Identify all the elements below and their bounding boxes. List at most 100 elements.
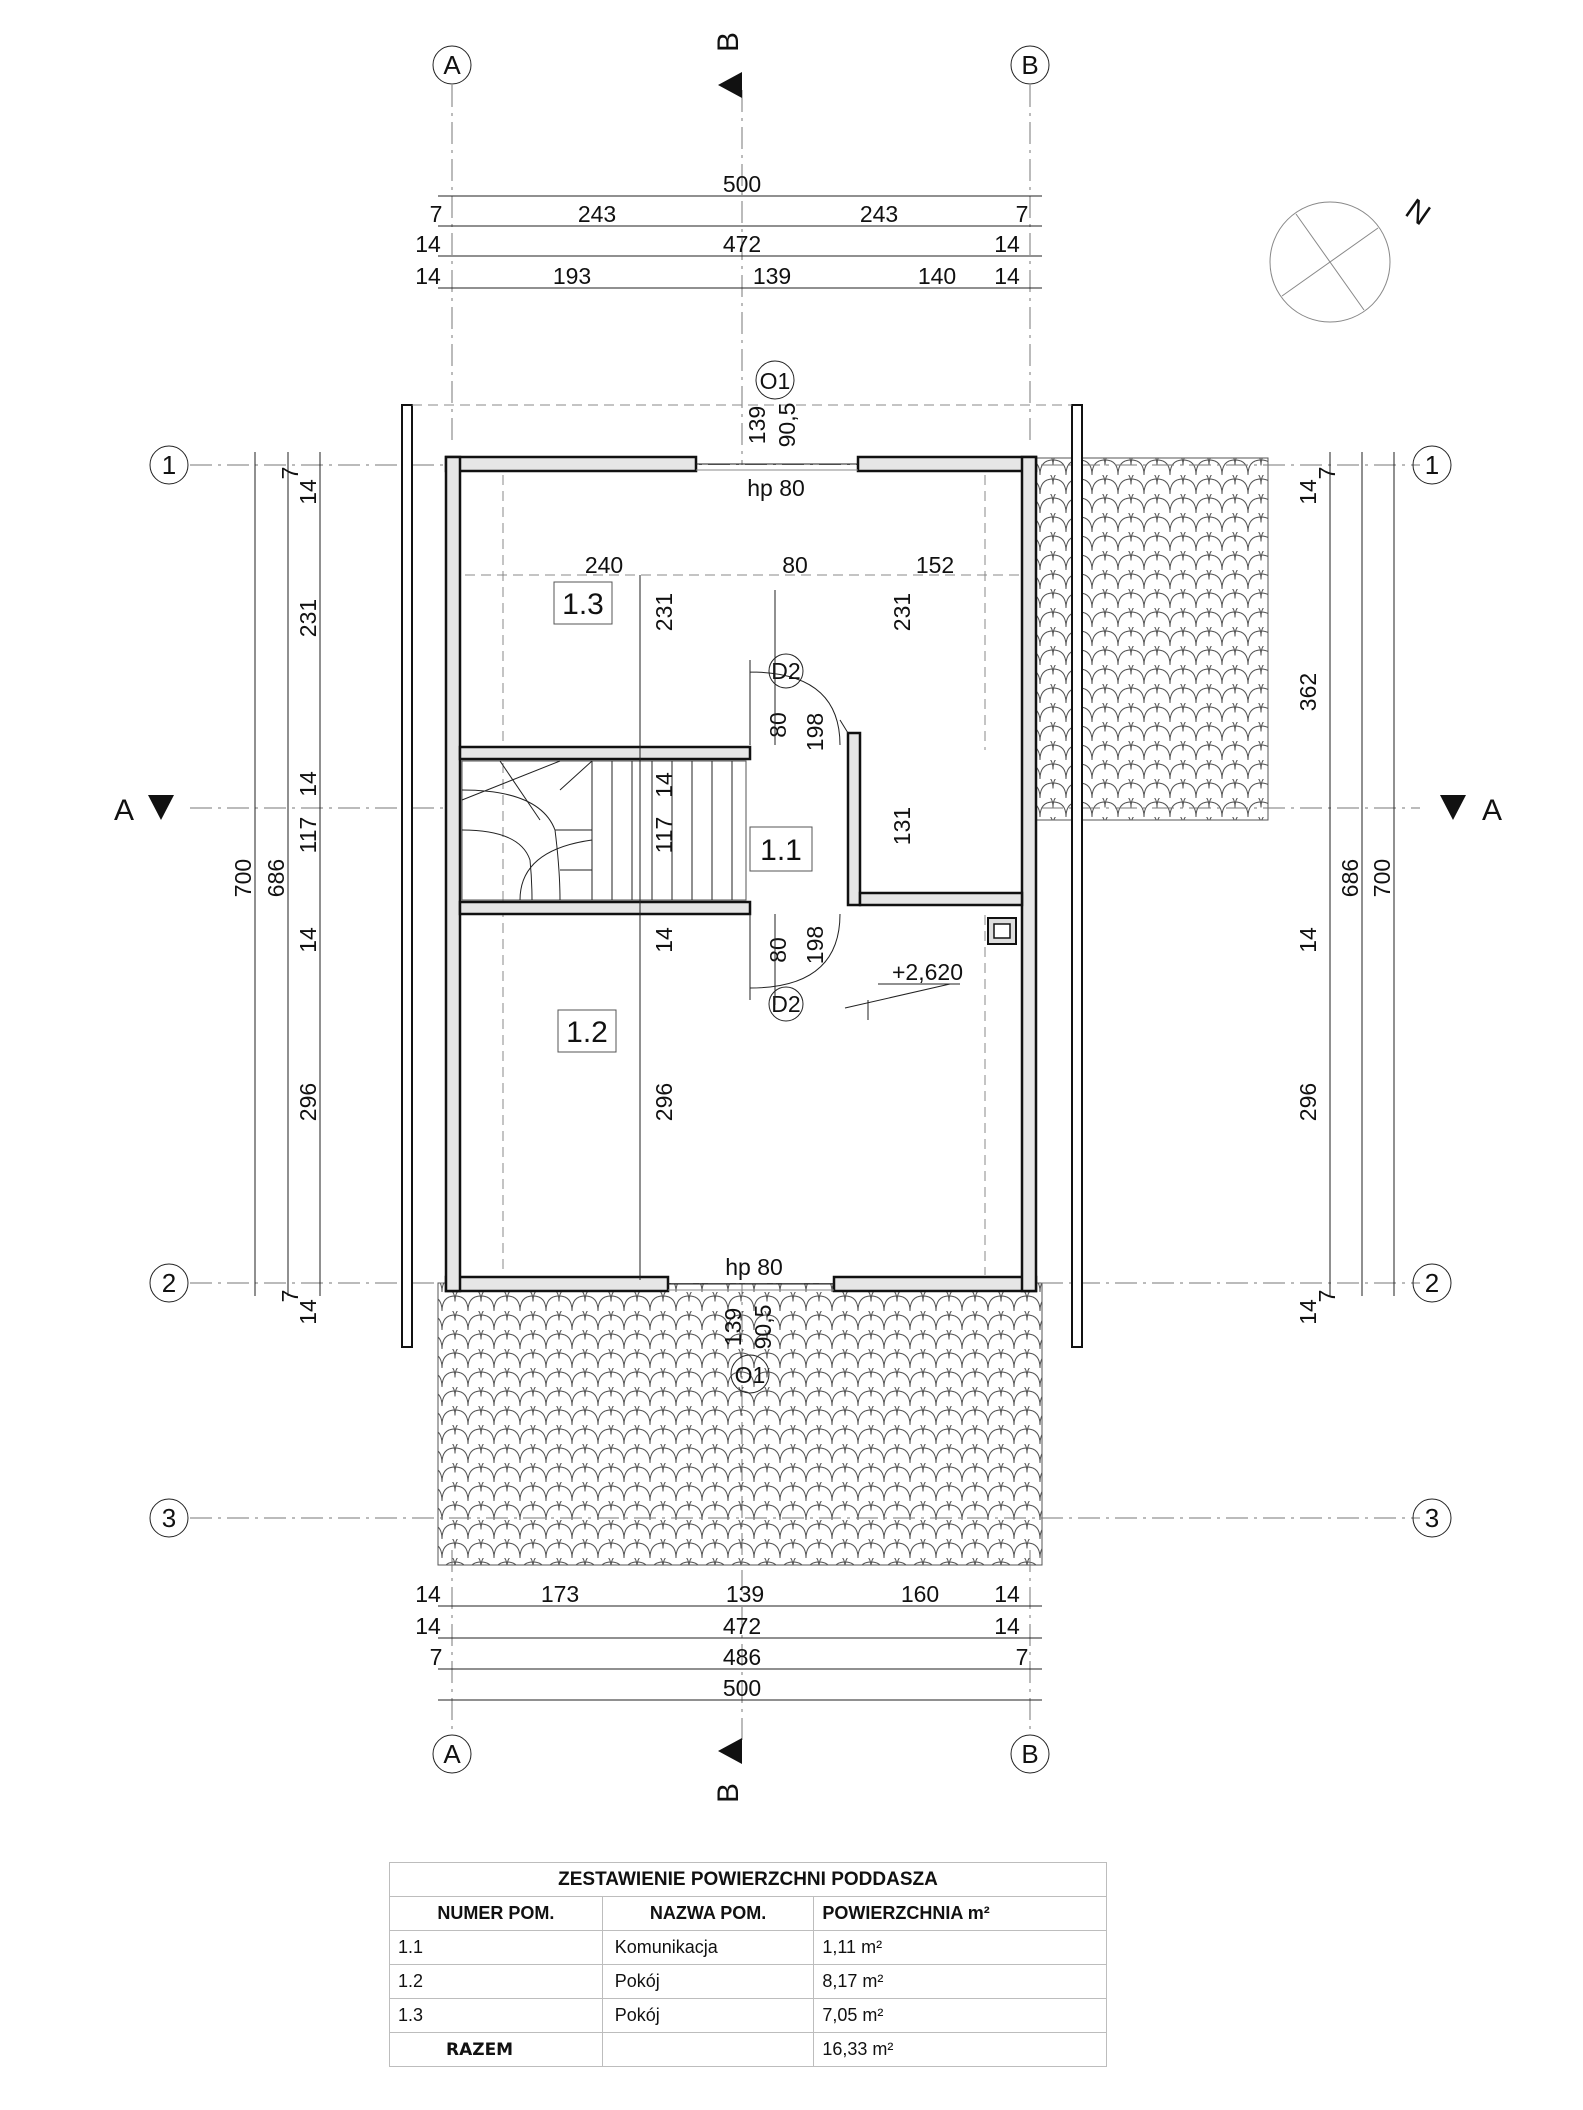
dim-label: 7 <box>1314 1290 1340 1303</box>
dim-label: 173 <box>541 1581 579 1607</box>
dim-label: 193 <box>553 263 591 289</box>
dim-label: 14 <box>1295 1299 1321 1325</box>
room-number: 1.2 <box>389 1964 603 1999</box>
axis-lines <box>190 85 1420 1740</box>
svg-text:14: 14 <box>651 772 677 798</box>
axis-bubble-2-left: 2 <box>149 1263 189 1303</box>
room-label: 1.1 <box>760 834 802 867</box>
dim-label: 14 <box>415 231 441 257</box>
dim-label: 160 <box>901 1581 939 1607</box>
svg-text:231: 231 <box>651 593 677 631</box>
axis-label: 2 <box>1425 1268 1439 1298</box>
window-tag-bottom: O1 <box>730 1354 770 1394</box>
dim-label: 7 <box>1016 201 1029 227</box>
dim-label: 231 <box>295 599 321 637</box>
dim-label: 7 <box>1016 1644 1029 1670</box>
dim-label: 117 <box>295 817 321 854</box>
axis-bubble-b-top: B <box>1010 45 1050 85</box>
level-mark: +2,620 <box>844 959 963 1020</box>
dim-label: 139 <box>744 406 770 444</box>
axis-label: 2 <box>162 1268 176 1298</box>
dim-label: 7 <box>430 201 443 227</box>
dim-label: 486 <box>723 1644 761 1670</box>
dim-label: 14 <box>994 263 1020 289</box>
window-height-label: hp 80 <box>747 475 805 501</box>
dim-label: 14 <box>295 771 321 797</box>
stairs <box>461 760 747 901</box>
svg-text:117: 117 <box>651 817 677 854</box>
dim-chain-right: 7 14 362 14 296 14 7 686 700 <box>1295 452 1395 1325</box>
room-number: 1.1 <box>389 1930 603 1965</box>
axis-bubble-a-top: A <box>432 45 472 85</box>
section-marker-a-left: A <box>114 794 174 827</box>
dim-label: 700 <box>1369 859 1395 897</box>
window-bottom <box>668 1283 834 1291</box>
dim-chain-left: 700 686 7 14 231 14 117 14 296 14 7 <box>230 452 321 1325</box>
dim-label: 14 <box>295 927 321 953</box>
axis-label: B <box>1021 1739 1038 1769</box>
dim-label: 14 <box>1295 479 1321 505</box>
svg-text:231: 231 <box>889 593 915 631</box>
dim-label: 14 <box>994 1581 1020 1607</box>
room-name: Pokój <box>601 1998 815 2033</box>
roof-edge-left <box>401 404 413 1348</box>
axis-bubble-2-right: 2 <box>1412 1263 1452 1303</box>
roof-tiles-right <box>1029 457 1269 821</box>
room-area: 8,17 m² <box>813 1964 1107 1999</box>
floor <box>452 465 1030 1283</box>
room-label: 1.2 <box>566 1016 608 1049</box>
roof-slope-lines <box>465 475 1020 1275</box>
window-tag-top: O1 <box>755 360 795 400</box>
axis-label: 3 <box>1425 1503 1439 1533</box>
dim-label: 140 <box>918 263 956 289</box>
axis-bubble-3-right: 3 <box>1412 1498 1452 1538</box>
dim-label: 7 <box>1314 467 1340 480</box>
dim-label: 14 <box>295 1299 321 1325</box>
door-swing-bottom <box>749 913 841 1000</box>
table-row: 1.1 Komunikacja 1,11 m² <box>389 1930 1107 1965</box>
table-row: 1.2 Pokój 8,17 m² <box>389 1964 1107 1999</box>
svg-text:80: 80 <box>782 552 808 578</box>
dim-label: 14 <box>415 1613 441 1639</box>
axis-bubble-1-left: 1 <box>149 445 189 485</box>
chimney <box>987 917 1017 945</box>
dim-label: 686 <box>1337 859 1363 897</box>
svg-text:296: 296 <box>651 1083 677 1121</box>
table-total-row: RAZEM 16,33 m² <box>389 2032 1107 2067</box>
axis-label: A <box>443 1739 461 1769</box>
axis-bubble-3-left: 3 <box>149 1498 189 1538</box>
window-label: O1 <box>760 368 791 394</box>
dim-label: 139 <box>720 1308 746 1346</box>
section-label: B <box>712 32 745 52</box>
dim-label: 500 <box>723 171 761 197</box>
axis-label: 1 <box>162 450 176 480</box>
dim-label: 243 <box>578 201 616 227</box>
section-marker-a-right: A <box>1440 794 1502 827</box>
svg-text:14: 14 <box>651 927 677 953</box>
dim-label: 14 <box>295 479 321 505</box>
svg-text:80: 80 <box>765 937 791 963</box>
dim-label: 700 <box>230 859 256 897</box>
dim-label: 14 <box>415 263 441 289</box>
dim-label: 472 <box>723 1613 761 1639</box>
dim-label: 139 <box>726 1581 764 1607</box>
axis-bubble-a-bottom: A <box>432 1734 472 1774</box>
dim-label: 7 <box>277 1290 303 1303</box>
axis-label: B <box>1021 50 1038 80</box>
room-name: Pokój <box>601 1964 815 1999</box>
dim-label: 90,5 <box>750 1305 776 1350</box>
section-label: A <box>114 794 134 827</box>
dim-label: 7 <box>430 1644 443 1670</box>
window-height-label: hp 80 <box>725 1254 783 1280</box>
svg-text:198: 198 <box>802 926 828 964</box>
section-label: A <box>1482 794 1502 827</box>
dim-label: 500 <box>723 1675 761 1701</box>
svg-text:152: 152 <box>916 552 954 578</box>
room-number: 1.3 <box>389 1998 603 2033</box>
dim-label: 7 <box>277 467 303 480</box>
section-label: B <box>712 1783 745 1803</box>
svg-text:80: 80 <box>765 712 791 738</box>
window-top <box>696 463 858 471</box>
room-tag-1-2: 1.2 <box>557 1009 617 1053</box>
